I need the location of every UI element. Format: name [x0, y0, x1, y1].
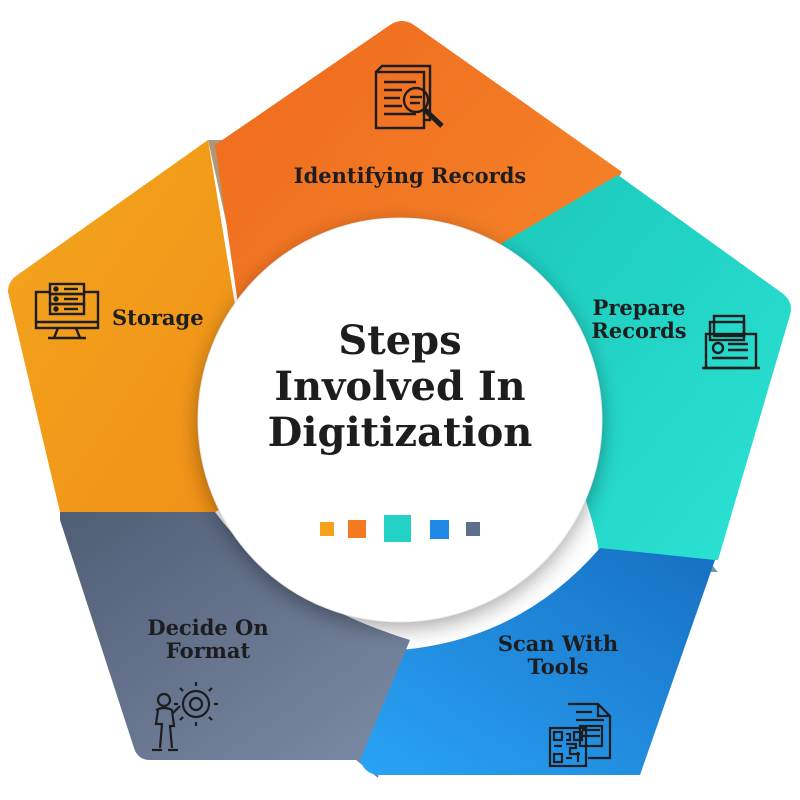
- title-line-3: Digitization: [267, 409, 533, 456]
- step-label-identifying-records: Identifying Records: [293, 163, 527, 188]
- title-line-2: Involved In: [274, 363, 526, 410]
- segment-prepare-records: [470, 175, 791, 560]
- square-teal: [384, 515, 411, 542]
- step-label-prepare-records: Prepare Records: [591, 295, 687, 344]
- square-slate: [466, 522, 480, 536]
- square-orange: [348, 520, 366, 538]
- person-with-gear-icon: [152, 682, 218, 752]
- qr-scan-document-icon: [548, 702, 612, 768]
- step-label-scan-with-tools: Scan With Tools: [497, 631, 619, 680]
- square-amber: [320, 522, 334, 536]
- file-box-icon: [702, 314, 760, 370]
- step-label-decide-on-format: Decide On Format: [147, 615, 269, 664]
- server-monitor-icon: [34, 282, 100, 340]
- segment-scan-with-tools: [360, 548, 715, 775]
- title-line-1: Steps: [338, 317, 462, 364]
- diagram-title: Steps Involved In Digitization: [200, 318, 600, 456]
- segment-decide-on-format: [60, 512, 410, 760]
- document-search-icon: [374, 64, 444, 130]
- center-circle: [198, 218, 602, 622]
- square-blue: [430, 520, 449, 539]
- color-squares: [320, 515, 480, 542]
- step-label-storage: Storage: [112, 305, 204, 330]
